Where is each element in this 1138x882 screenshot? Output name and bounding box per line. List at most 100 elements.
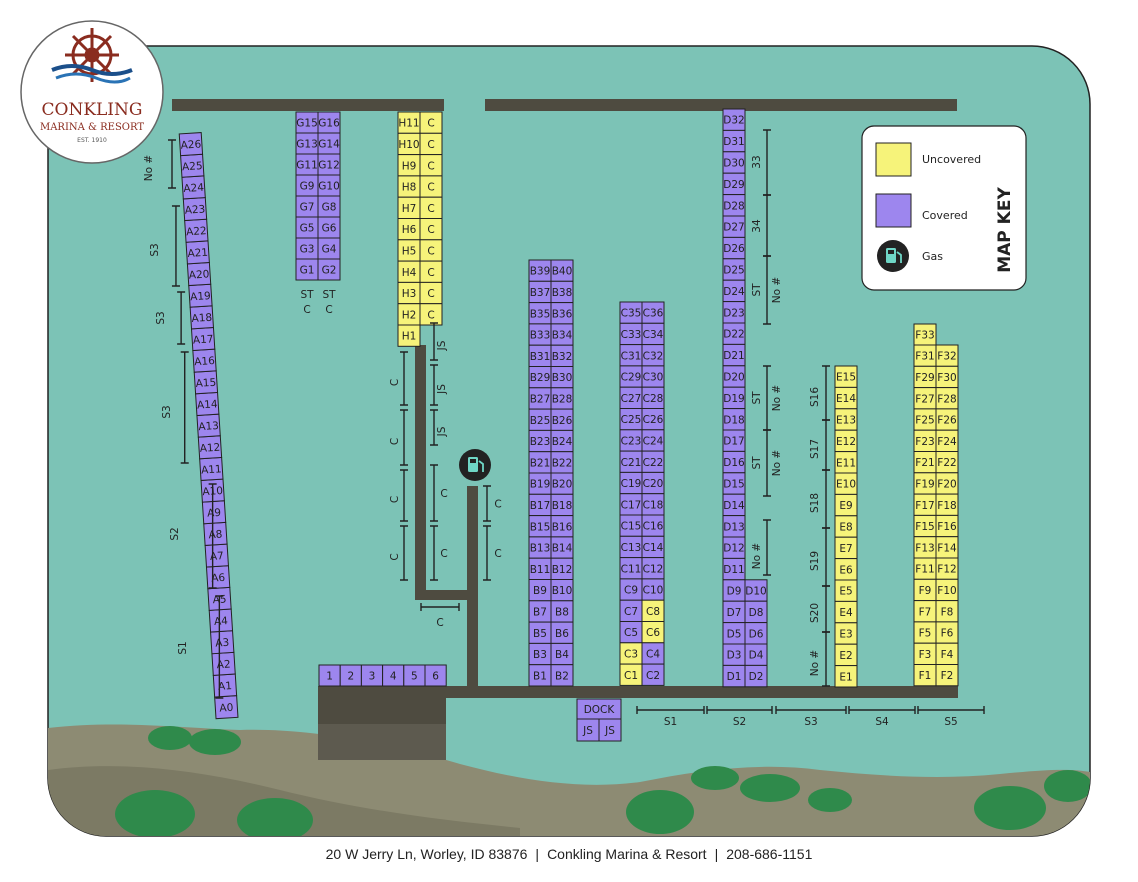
- slip-h-c-9: C: [419, 303, 443, 326]
- svg-text:B32: B32: [552, 351, 573, 363]
- footer-name: Conkling Marina & Resort: [547, 846, 707, 862]
- slip-c8: C8: [641, 599, 665, 623]
- svg-text:F1: F1: [919, 670, 932, 682]
- slip-a16: A16: [192, 348, 217, 373]
- svg-text:C21: C21: [621, 457, 642, 469]
- slip-f4: F4: [935, 642, 959, 666]
- svg-text:C1: C1: [624, 670, 638, 682]
- svg-text:B5: B5: [533, 628, 547, 640]
- svg-text:JS: JS: [604, 725, 615, 737]
- svg-text:A11: A11: [201, 463, 222, 476]
- svg-text:F28: F28: [937, 393, 956, 405]
- bottom-segment-s1: S1: [664, 716, 677, 728]
- svg-text:A1: A1: [218, 680, 233, 693]
- segment-label-no-num-1: No #: [771, 277, 783, 303]
- svg-text:B14: B14: [552, 543, 573, 555]
- svg-text:F2: F2: [941, 670, 954, 682]
- slip-b4: B4: [550, 642, 574, 666]
- segment-bracket: [483, 485, 491, 522]
- svg-text:B25: B25: [530, 415, 551, 427]
- key-title: MAP KEY: [995, 187, 1015, 273]
- svg-text:D30: D30: [723, 158, 744, 170]
- slip-b34: B34: [550, 323, 574, 346]
- svg-text:F26: F26: [937, 415, 957, 427]
- segment-label-no: No #: [809, 650, 821, 676]
- slip-a17: A17: [190, 326, 216, 352]
- svg-text:A24: A24: [183, 182, 205, 195]
- slip-a23: A23: [182, 197, 208, 222]
- label-st-left: ST: [300, 289, 314, 301]
- logo-name: CONKLING: [42, 100, 143, 120]
- slip-h10: H10: [397, 132, 421, 156]
- segment-label-c-right-4: C: [440, 548, 447, 560]
- svg-text:A9: A9: [207, 507, 222, 520]
- svg-text:D3: D3: [727, 650, 742, 662]
- slip-c20: C20: [641, 471, 665, 495]
- slip-h9: H9: [397, 154, 421, 177]
- svg-text:C: C: [427, 160, 434, 172]
- slip-e10: E10: [834, 472, 858, 495]
- segment-label-34: 34: [751, 219, 763, 233]
- slip-e1: E1: [834, 665, 858, 688]
- segment-bracket: [171, 205, 180, 287]
- slip-f33: F33: [913, 323, 937, 346]
- svg-text:D18: D18: [723, 414, 744, 426]
- svg-text:B27: B27: [530, 393, 551, 405]
- slip-g7: G7: [295, 195, 319, 218]
- svg-text:D6: D6: [749, 628, 764, 640]
- svg-text:A21: A21: [187, 247, 208, 260]
- slip-f20: F20: [935, 472, 959, 495]
- slip-g13: G13: [295, 132, 319, 155]
- slip-b13: B13: [528, 536, 552, 559]
- segment-bracket: [168, 139, 176, 189]
- slip-c13: C13: [619, 535, 643, 559]
- slip-c14: C14: [641, 535, 665, 559]
- svg-text:F14: F14: [937, 542, 957, 554]
- slip-d31: D31: [722, 129, 746, 153]
- walkways: [172, 99, 958, 760]
- slip-h3: H3: [397, 281, 421, 305]
- svg-text:D16: D16: [723, 457, 745, 469]
- svg-text:D13: D13: [723, 521, 744, 533]
- svg-text:C6: C6: [646, 627, 660, 639]
- svg-text:F20: F20: [937, 478, 956, 490]
- slip-h2: H2: [397, 303, 421, 326]
- trees: [115, 726, 1090, 836]
- svg-text:D29: D29: [723, 179, 744, 191]
- svg-text:B6: B6: [555, 628, 569, 640]
- slip-b40: B40: [550, 259, 574, 282]
- svg-text:C25: C25: [621, 414, 642, 426]
- svg-text:F25: F25: [915, 415, 934, 427]
- svg-text:B21: B21: [530, 457, 551, 469]
- slip-b14: B14: [550, 536, 574, 559]
- slip-e3: E3: [834, 622, 858, 645]
- svg-text:A14: A14: [197, 398, 219, 411]
- segment-label-no-num: No #: [143, 155, 155, 181]
- slip-d6: D6: [744, 622, 768, 645]
- svg-text:E3: E3: [839, 629, 852, 641]
- svg-text:D10: D10: [745, 586, 766, 598]
- svg-text:F31: F31: [915, 351, 934, 363]
- slip-e7: E7: [834, 536, 858, 560]
- slip-b17: B17: [528, 493, 552, 517]
- slip-g12: G12: [317, 153, 341, 176]
- svg-text:B17: B17: [530, 500, 551, 512]
- slip-d19: D19: [722, 386, 746, 410]
- svg-text:C: C: [427, 267, 434, 279]
- slip-d24: D24: [722, 279, 746, 303]
- segment-bracket: [917, 706, 985, 714]
- svg-text:D8: D8: [749, 607, 764, 619]
- svg-text:E10: E10: [836, 479, 856, 491]
- slip-a24: A24: [181, 175, 206, 200]
- svg-text:A20: A20: [189, 268, 210, 281]
- svg-text:G14: G14: [318, 139, 340, 151]
- svg-text:C18: C18: [643, 499, 664, 511]
- segment-bracket: [483, 525, 491, 581]
- slip-b15: B15: [528, 515, 552, 538]
- slip-c2: C2: [641, 663, 665, 686]
- svg-text:F23: F23: [915, 436, 934, 448]
- segment-label-js-1: JS: [436, 384, 448, 395]
- svg-text:G9: G9: [300, 181, 315, 193]
- slip-h-c-7: C: [419, 260, 443, 283]
- covered-swatch: [875, 193, 912, 228]
